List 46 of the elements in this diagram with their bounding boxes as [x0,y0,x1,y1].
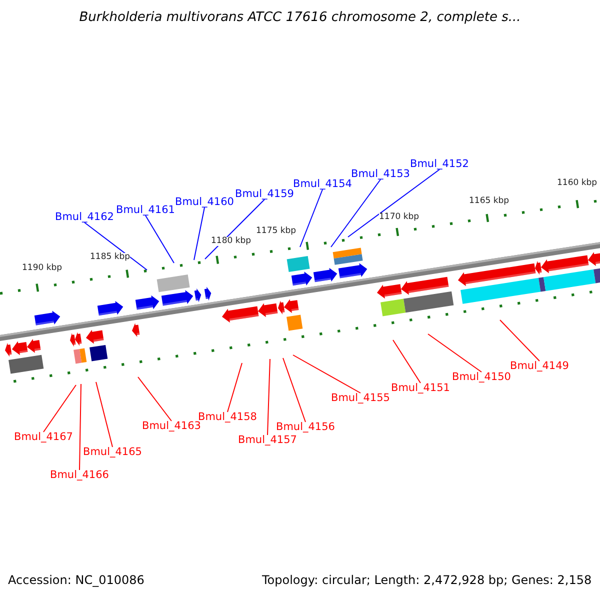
gene-label: Bmul_4166 [50,470,109,480]
gene-label: Bmul_4160 [175,197,234,208]
scale-label: 1170 kbp [379,213,420,222]
leader-line [428,334,482,372]
gene-label: Bmul_4162 [55,212,114,222]
gene-label: Bmul_4167 [14,432,73,442]
gene-label: Bmul_4161 [116,205,175,216]
gene-label: Bmul_4155 [331,393,390,404]
leader-line [292,354,361,394]
leader-line [96,382,113,448]
gene-label: Bmul_4153 [351,169,410,180]
gene-label: Bmul_4159 [235,189,294,200]
gene-label: Bmul_4151 [391,383,450,394]
leader-line [79,384,82,470]
leader-line [43,384,76,432]
footer-text: Topology: circular; Length: 2,472,928 bp; Genes: 2,158 [262,574,592,586]
leader-line [500,320,540,362]
leader-line [300,189,323,248]
leader-line [145,215,174,264]
gene-label: Bmul_4150 [452,372,511,382]
gene-label: Bmul_4154 [293,179,352,190]
leader-line [138,376,172,422]
leader-line [330,179,381,248]
gene-label: Bmul_4163 [142,421,201,432]
gene-label: Bmul_4149 [510,361,569,372]
leader-line [267,358,270,436]
scale-label: 1185 kbp [90,253,130,262]
scale-label: 1160 kbp [557,179,598,188]
gene-label: Bmul_4156 [276,422,335,432]
leader-line [204,199,265,260]
leader-line [392,340,421,384]
gene-label: Bmul_4165 [83,447,142,458]
leader-line [348,169,440,238]
scale-label: 1175 kbp [256,227,296,236]
leader-line [84,222,148,270]
gene-label: Bmul_4152 [410,159,469,170]
leader-line [194,207,205,260]
scale-label: 1180 kbp [211,237,252,246]
gene-label: Bmul_4157 [238,435,297,446]
gene-label: Bmul_4158 [198,412,257,422]
footer-text: Accession: NC_010086 [8,574,144,586]
scale-label: 1165 kbp [469,197,510,206]
leader-line [227,362,242,412]
title: Burkholderia multivorans ATCC 17616 chromosome 2, complete s... [78,11,522,24]
scale-label: 1190 kbp [22,264,62,272]
leader-line [282,358,306,422]
